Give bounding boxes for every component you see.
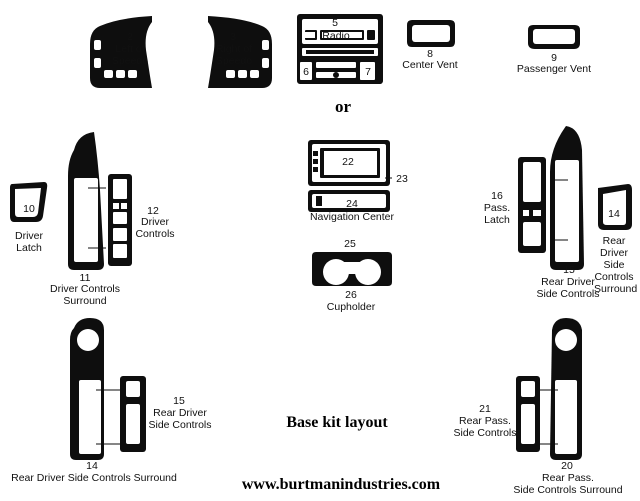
piece-label-15: Rear Driver Side Controls	[148, 407, 212, 431]
piece-pass-latch	[598, 184, 632, 230]
piece-label-5: Radio	[322, 30, 350, 42]
piece-pass-controls-surround	[550, 126, 584, 270]
website-url: www.burtmanindustries.com	[241, 476, 441, 493]
piece-num-9: 9	[551, 52, 557, 64]
piece-num-17: 15	[563, 264, 575, 276]
piece-num-16: 14	[608, 208, 620, 220]
piece-label-21: Rear Pass. Side Controls	[453, 415, 517, 439]
piece-cupholder	[312, 252, 392, 286]
piece-right-of-speedo	[208, 16, 272, 88]
piece-label-20: Rear Pass. Side Controls Surround	[513, 472, 623, 496]
piece-num-12: 12	[147, 205, 159, 217]
piece-num-10: 10	[23, 203, 35, 215]
piece-label-24: Navigation Center	[309, 211, 395, 223]
piece-label-14: Rear Driver Side Controls Surround	[11, 472, 177, 484]
piece-num-18: 16	[491, 190, 503, 202]
piece-num-15: 15	[173, 395, 185, 407]
piece-label-2: Left of Speedo	[111, 43, 149, 67]
piece-num-11: 11	[79, 272, 91, 284]
piece-passenger-vent	[528, 25, 580, 49]
piece-label-10: Driver Latch	[15, 230, 43, 254]
piece-num-22: 22	[342, 156, 354, 168]
piece-num-8: 8	[427, 48, 433, 60]
piece-num-26: 26	[345, 289, 357, 301]
piece-num-5: 5	[332, 17, 338, 29]
piece-driver-controls	[108, 174, 132, 266]
piece-label-17: Rear Driver Side Controls	[536, 276, 600, 300]
piece-num-14: 14	[86, 460, 98, 472]
heading-base-kit-layout: Base kit layout	[286, 414, 388, 431]
piece-rear-pass-surround	[535, 318, 582, 460]
piece-driver-controls-surround	[68, 132, 106, 270]
piece-center-vent	[407, 20, 455, 47]
piece-label-3: Right of Speedo	[215, 43, 253, 67]
piece-label-12: Driver Controls	[135, 216, 175, 240]
piece-num-23: 23	[396, 173, 408, 185]
piece-label-26: Cupholder	[326, 301, 376, 313]
piece-num-20: 20	[561, 460, 573, 472]
piece-label-11: Driver Controls Surround	[49, 283, 120, 307]
piece-num-25: 25	[344, 238, 356, 250]
piece-label-8: Center Vent	[402, 59, 458, 71]
piece-label-16: Rear Driver Side Controls Surround	[594, 235, 638, 295]
piece-num-7: 7	[365, 66, 371, 78]
piece-rear-pass-controls	[516, 376, 540, 452]
piece-num-2: 2	[127, 31, 133, 43]
piece-label-9: Passenger Vent	[516, 63, 592, 75]
piece-label-18: Pass. Latch	[483, 202, 511, 226]
piece-num-21: 21	[479, 403, 491, 415]
piece-navigation-strip	[308, 190, 390, 212]
piece-navigation-screen	[308, 140, 392, 186]
piece-num-3: 3	[230, 31, 236, 43]
piece-radio	[297, 14, 383, 84]
piece-rear-driver-controls	[120, 376, 146, 452]
piece-rear-driver-surround	[70, 318, 122, 460]
piece-pass-controls	[518, 157, 546, 253]
piece-num-24: 24	[346, 198, 358, 210]
piece-driver-latch	[10, 182, 48, 222]
separator-or: or	[334, 97, 352, 116]
piece-left-of-speedo	[90, 16, 152, 88]
piece-num-6: 6	[303, 66, 309, 78]
